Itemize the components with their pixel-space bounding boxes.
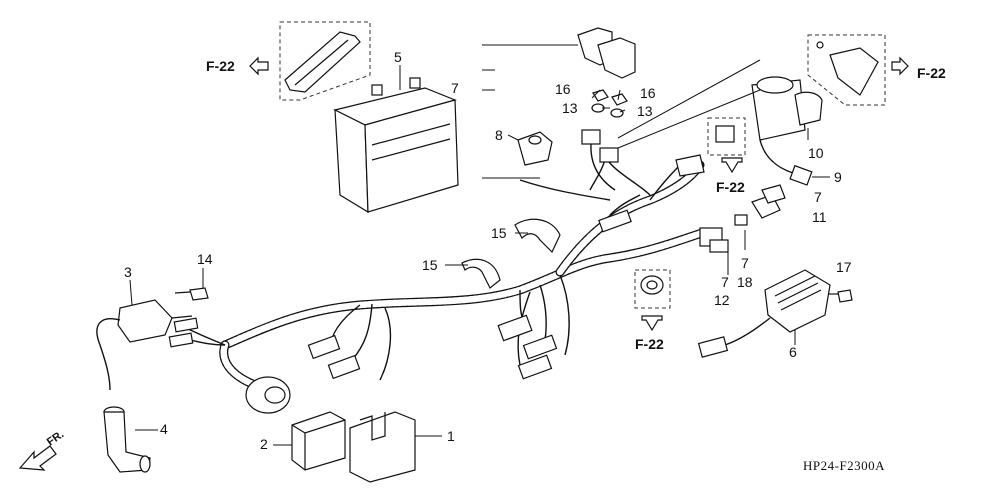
part-num-15-a: 15 [491,225,507,241]
bracket-box [807,34,886,106]
part-num-16-a: 16 [555,81,571,97]
spark-plug-cap [103,406,151,473]
part-num-14: 14 [197,251,213,267]
regulator-rectifier [697,269,831,358]
nuts-washers [591,89,628,118]
cdi-unit [291,411,346,471]
part-num-6: 6 [789,344,797,360]
connector-cluster [675,154,729,253]
part-num-2: 2 [260,436,268,452]
ref-arrow-right-top [891,56,909,76]
ref-label-f22-right: F-22 [917,65,946,81]
part-num-13-b: 13 [637,103,653,119]
front-label: FR. [45,428,66,448]
leader-lines [129,44,830,446]
ref-arrow-left-top [249,56,269,76]
part-num-5: 5 [394,49,402,65]
ref-arrow-down-low [641,315,663,332]
part-num-17: 17 [836,259,852,275]
ref-label-f22-lower: F-22 [635,336,664,352]
bolt-17 [828,289,853,303]
bolt-14 [174,287,209,301]
part-num-18: 18 [737,274,753,290]
ref-arrow-down-mid [721,157,743,174]
part-num-15-b: 15 [422,257,438,273]
part-num-7-a: 7 [451,80,459,96]
part-num-7-c: 7 [721,274,729,290]
clamp-box [634,269,671,309]
connector-8 [517,131,553,166]
part-num-12: 12 [714,292,730,308]
cover-1 [349,411,416,483]
connector-box-upper [707,117,746,156]
harness-connectors [168,209,632,380]
part-num-7-b: 7 [814,189,822,205]
part-num-7-d: 7 [741,255,749,271]
part-num-8: 8 [495,127,503,143]
part-num-9: 9 [834,169,842,185]
ref-label-f22-left: F-22 [206,58,235,74]
front-arrow-icon: FR. [18,428,66,471]
battery-strap [279,21,371,101]
part-num-10: 10 [808,145,824,161]
relay-cables [581,129,651,196]
battery [333,77,459,214]
part-num-1: 1 [447,428,455,444]
ref-label-f22-center: F-22 [716,179,745,195]
part-num-3: 3 [124,264,132,280]
clamps [461,218,561,289]
part-num-4: 4 [160,421,168,437]
part-num-11: 11 [812,209,827,225]
starter-relay [751,76,823,186]
part-num-16-b: 16 [640,85,656,101]
pulse-unit [245,376,291,414]
diagram-code: HP24-F2300A [803,458,885,473]
fuse-holder [734,184,786,226]
part-num-13-a: 13 [562,100,578,116]
ignition-coil [96,299,193,391]
terminal-covers [577,27,636,79]
